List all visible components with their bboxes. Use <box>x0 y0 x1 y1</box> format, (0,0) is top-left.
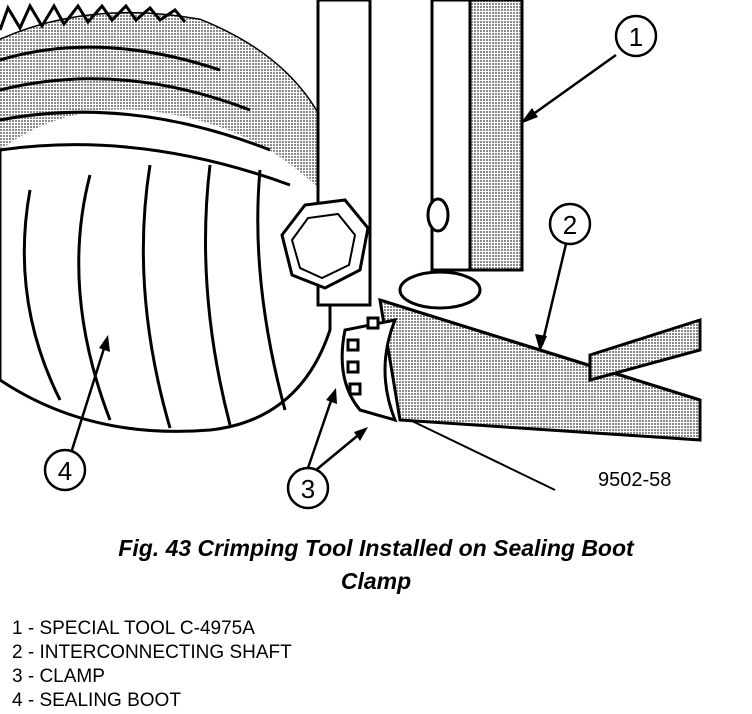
special-tool-drawing <box>280 0 524 307</box>
clamp-drawing <box>340 270 482 423</box>
callout-2-label: 2 <box>563 210 577 240</box>
caption-line-2: Clamp <box>340 568 412 594</box>
parts-legend: 1 - SPECIAL TOOL C-4975A 2 - INTERCONNEC… <box>12 617 292 713</box>
callout-3-label: 3 <box>301 474 315 504</box>
crimping-tool-illustration: 1 2 3 4 9502-58 <box>0 0 702 510</box>
callout-2: 2 <box>535 202 592 352</box>
callout-1: 1 <box>520 14 658 124</box>
callout-3: 3 <box>286 388 368 510</box>
legend-item-3: 3 - CLAMP <box>12 666 105 687</box>
callout-1-label: 1 <box>629 22 643 52</box>
legend-item-4: 4 - SEALING BOOT <box>12 690 181 711</box>
figure-code: 9502-58 <box>598 469 671 491</box>
caption-line-1: Fig. 43 Crimping Tool Installed on Seali… <box>118 535 634 561</box>
legend-item-2: 2 - INTERCONNECTING SHAFT <box>12 642 292 663</box>
callout-4-label: 4 <box>58 456 72 486</box>
figure-caption: Fig. 43 Crimping Tool Installed on Seali… <box>0 532 752 598</box>
legend-item-1: 1 - SPECIAL TOOL C-4975A <box>12 618 255 639</box>
interconnecting-shaft-drawing <box>378 297 702 491</box>
sealing-boot-drawing <box>0 2 332 433</box>
callout-4: 4 <box>43 335 110 492</box>
